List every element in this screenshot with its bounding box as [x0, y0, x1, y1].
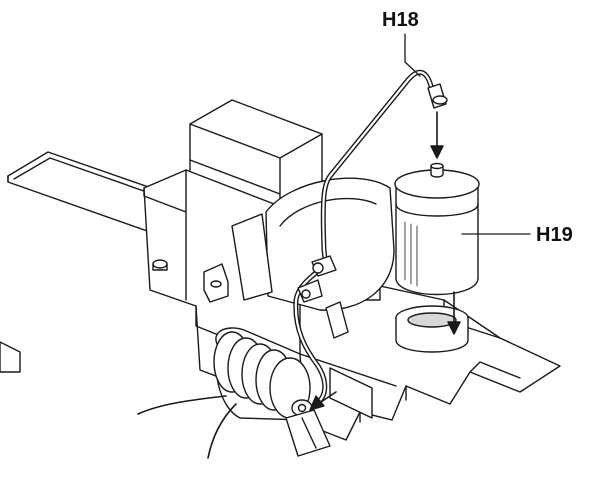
part-label-h18: H18: [382, 9, 419, 31]
tank-shroud: [266, 178, 394, 310]
hose-clip-lower-screw: [302, 290, 310, 298]
power-cord: [138, 396, 236, 458]
pump-mount-foot: [286, 410, 330, 456]
tank-bracket: [326, 302, 348, 338]
fuel-line-inner: [323, 72, 432, 268]
part-label-h19: H19: [536, 224, 573, 246]
filter-canister[interactable]: [396, 186, 478, 295]
pump-outlet-nub: [299, 405, 306, 412]
leader-line-h18: [405, 34, 420, 76]
filter-canister-band: [396, 204, 478, 216]
front-slot: [330, 368, 372, 418]
filter-canister-shade: [405, 222, 417, 286]
filter-seat-opening: [408, 313, 456, 327]
install-arrow-canister-head: [431, 146, 443, 158]
bolt-shaft: [153, 264, 167, 270]
pump-mount-foot-face: [302, 418, 316, 448]
rear-housing-mid: [190, 160, 280, 194]
install-arrow-pump-head: [310, 396, 324, 410]
bolt-head: [153, 260, 167, 268]
filter-outlet-cap: [431, 164, 443, 169]
mount-block-hole: [211, 281, 221, 287]
hose-clip-upper-screw: [313, 263, 323, 273]
fuel-line-lower-inner: [296, 268, 325, 402]
install-arrow-seat-head: [448, 322, 460, 334]
chassis-top-ledge: [144, 170, 186, 300]
tank-side-panel: [232, 214, 272, 300]
fuel-line-fitting-nut: [433, 96, 447, 104]
left-bracket-fragment: [0, 342, 20, 372]
